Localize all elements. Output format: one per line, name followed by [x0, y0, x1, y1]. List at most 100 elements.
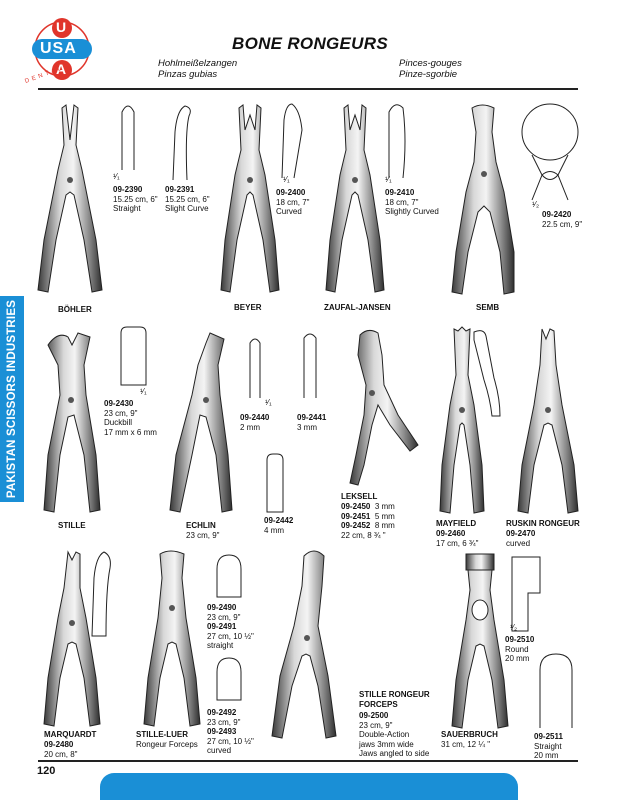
- label-2440: 09-2440 2 mm: [240, 413, 269, 432]
- tip-2442: [266, 453, 284, 513]
- tip-2440: [249, 338, 261, 398]
- name-forceps: FORCEPS: [359, 700, 398, 709]
- size-2390: 15.25 cm, 6": [113, 194, 158, 204]
- label-2410: 09-2410 18 cm, 7" Slightly Curved: [385, 188, 439, 217]
- bohler-rongeur-image: [37, 104, 103, 293]
- desc-2400: Curved: [276, 207, 302, 216]
- size-2492: 23 cm, 9": [207, 717, 241, 727]
- scale-2440: ¹⁄₁: [265, 398, 272, 407]
- size-2420: 22.5 cm, 9": [542, 219, 583, 229]
- code-2441: 09-2441: [297, 413, 327, 422]
- footer-rule: [38, 760, 578, 762]
- zaufal-jansen-rongeur-image: [325, 104, 385, 293]
- label-2480: 09-2480 20 cm, 8": [44, 740, 78, 759]
- subtitle-fr: Pinces-gouges: [399, 58, 462, 69]
- code-2440: 09-2440: [240, 413, 270, 422]
- code-2451: 09-2451: [341, 511, 371, 521]
- size-2441: 3 mm: [297, 422, 317, 432]
- tip-2391-slight-curve: [172, 105, 191, 181]
- header-rule: [38, 88, 578, 90]
- tip-2490-straight: [216, 554, 242, 598]
- label-2470: 09-2470 curved: [506, 529, 535, 548]
- side-banner-text: PAKISTAN SCISSORS INDUSTRIES: [6, 299, 18, 499]
- leksell-rongeur-image: [349, 329, 419, 486]
- side-banner: PAKISTAN SCISSORS INDUSTRIES: [0, 296, 24, 502]
- name-sauerbruch: SAUERBRUCH: [441, 730, 498, 739]
- stille-rongeur-forceps-image: [271, 550, 337, 739]
- size-2460: 17 cm, 6 ¾": [436, 538, 479, 548]
- code-2490: 09-2490: [207, 603, 237, 612]
- code-2480: 09-2480: [44, 740, 74, 749]
- label-2511: 09-2511 Straight 20 mm: [534, 732, 563, 761]
- tip-2430-duckbill: [120, 326, 147, 386]
- desc-stille-luer: Rongeur Forceps: [136, 740, 198, 749]
- label-2391: 09-2391 15.25 cm, 6" Slight Curve: [165, 185, 210, 214]
- code-2460: 09-2460: [436, 529, 466, 538]
- subtitle-es: Pinzas gubias: [158, 69, 218, 80]
- page-number: 120: [37, 765, 56, 777]
- size-sauerbruch: 31 cm, 12 ¼ ": [441, 740, 491, 749]
- code-2511: 09-2511: [534, 732, 563, 741]
- code-2491: 09-2491: [207, 622, 237, 631]
- leksell-row-2: 09-2452 8 mm: [341, 521, 441, 531]
- desc1-2500: Double-Action: [359, 730, 410, 739]
- tip-2510-round: [511, 556, 541, 632]
- code-2430: 09-2430: [104, 399, 134, 408]
- size-2493: 27 cm, 10 ½": [207, 736, 254, 746]
- usa-dental-logo: U USA A DENTAL: [24, 14, 98, 85]
- code-2510: 09-2510: [505, 635, 535, 644]
- desc-2491: straight: [207, 641, 234, 650]
- code-2452: 09-2452: [341, 521, 371, 530]
- size-2491: 27 cm, 10 ½": [207, 631, 254, 641]
- code-2391: 09-2391: [165, 185, 195, 194]
- name-stille-rongeur: STILLE RONGEUR: [359, 690, 430, 699]
- tip-2480-curved: [91, 551, 111, 637]
- desc1-2510: Round: [505, 644, 529, 654]
- name-zaufal: ZAUFAL-JANSEN: [324, 303, 391, 312]
- desc2-2511: 20 mm: [534, 751, 559, 760]
- tip-2420-detail: [521, 103, 579, 201]
- scale-2430: ¹⁄₁: [140, 387, 147, 396]
- desc1-2511: Straight: [534, 741, 562, 751]
- scale-2390: ¹⁄₁: [113, 172, 120, 181]
- name-leksell: LEKSELL: [341, 492, 378, 501]
- code-2442: 09-2442: [264, 516, 294, 525]
- tip-2492-curved: [216, 657, 242, 701]
- sauerbruch-rongeur-image: [451, 553, 509, 729]
- tip-2390-straight: [121, 105, 135, 170]
- semb-rongeur-image: [451, 104, 515, 295]
- code-2493: 09-2493: [207, 727, 237, 736]
- code-2470: 09-2470: [506, 529, 536, 538]
- size-2452: 8 mm: [374, 521, 395, 530]
- size-2391: 15.25 cm, 6": [165, 194, 210, 204]
- logo-letter-bottom: A: [56, 61, 67, 77]
- name-stille-luer: STILLE-LUER: [136, 730, 188, 739]
- desc2-2510: 20 mm: [505, 654, 530, 663]
- code-2450: 09-2450: [341, 502, 371, 511]
- name-ruskin: RUSKIN RONGEUR: [506, 519, 580, 528]
- code-2400: 09-2400: [276, 188, 306, 197]
- size-2480: 20 cm, 8": [44, 749, 78, 759]
- size-2410: 18 cm, 7": [385, 197, 419, 207]
- logo-usa: USA: [40, 40, 77, 57]
- scale-2420: ¹⁄₂: [532, 200, 540, 209]
- size-2450: 3 mm: [374, 502, 395, 511]
- page-title: BONE RONGEURS: [232, 34, 388, 53]
- desc2-2430: 17 mm x 6 mm: [104, 427, 157, 437]
- leksell-row-1: 09-2451 5 mm: [341, 512, 441, 522]
- marquardt-rongeur-image: [43, 550, 101, 727]
- size-2440: 2 mm: [240, 422, 260, 432]
- leksell-size: 22 cm, 8 ¾ ": [341, 530, 386, 540]
- beyer-rongeur-image: [220, 104, 280, 293]
- tip-2460-curved: [473, 330, 501, 417]
- code-2500: 09-2500: [359, 711, 389, 720]
- label-2460: 09-2460 17 cm, 6 ¾": [436, 529, 478, 548]
- desc-2390: Straight: [113, 204, 141, 213]
- size-2500: 23 cm, 9": [359, 720, 393, 730]
- desc2-2500: jaws 3mm wide: [359, 739, 414, 749]
- code-2410: 09-2410: [385, 188, 415, 197]
- label-2500: 09-2500 23 cm, 9" Double-Action jaws 3mm…: [359, 711, 429, 759]
- scale-2510: ¹⁄₂: [510, 623, 518, 632]
- tip-2441: [303, 333, 317, 398]
- label-2420: 09-2420 22.5 cm, 9": [542, 210, 582, 229]
